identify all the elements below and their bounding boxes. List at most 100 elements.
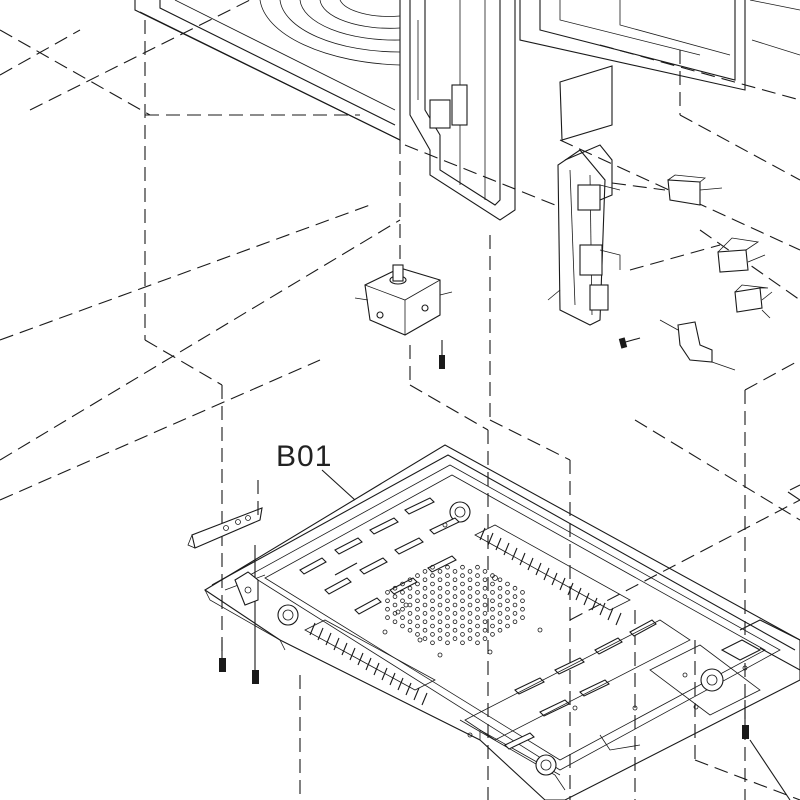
- perforation-hole: [430, 615, 435, 620]
- perforation-hole: [392, 602, 398, 608]
- perforation-hole: [490, 623, 495, 629]
- perforation-hole: [460, 590, 465, 595]
- perforation-hole: [437, 611, 443, 616]
- perforation-hole: [460, 598, 465, 604]
- perforation-hole: [437, 602, 443, 608]
- perforation-hole: [400, 615, 405, 620]
- perforation-hole: [467, 569, 473, 574]
- perforation-hole: [422, 602, 428, 608]
- perforation-hole: [467, 619, 473, 625]
- perforation-hole: [475, 606, 480, 612]
- perforation-hole: [437, 594, 443, 599]
- perforation-hole: [430, 573, 435, 578]
- perforation-hole: [482, 602, 488, 608]
- perforation-hole: [505, 581, 510, 587]
- perforation-hole: [482, 636, 488, 641]
- perforation-hole: [437, 585, 443, 591]
- perforation-hole: [445, 632, 450, 637]
- latch-lever: [659, 319, 736, 371]
- perforation-hole: [460, 573, 465, 578]
- door-frame-bracket: [409, 0, 516, 221]
- perforation-hole: [475, 632, 480, 637]
- perforation-hole: [505, 606, 510, 612]
- insulation-sheet: [559, 65, 613, 141]
- screw-motor: [439, 340, 445, 369]
- micro-switch-3: [734, 284, 773, 319]
- perforation-hole: [445, 606, 450, 612]
- perforation-hole: [497, 611, 503, 616]
- perforation-hole: [422, 619, 428, 625]
- perforation-hole: [512, 585, 518, 591]
- perforation-hole: [430, 598, 435, 604]
- perforation-hole: [422, 585, 428, 591]
- turntable-motor: [354, 264, 453, 336]
- perforation-hole: [445, 564, 450, 570]
- perforation-hole: [407, 619, 413, 625]
- perforation-hole: [505, 623, 510, 629]
- perforation-hole: [505, 590, 510, 595]
- perforation-hole: [490, 590, 495, 595]
- perforation-hole: [475, 581, 480, 587]
- perforation-hole: [422, 594, 428, 599]
- perforation-hole: [490, 606, 495, 612]
- perforation-hole: [452, 585, 458, 591]
- micro-switch-1: [611, 174, 723, 206]
- perforation-hole: [437, 627, 443, 633]
- perforation-hole: [467, 602, 473, 608]
- perforation-hole: [520, 606, 525, 612]
- perforation-hole: [452, 594, 458, 599]
- perforation-hole: [400, 606, 405, 612]
- perforation-hole: [482, 569, 488, 574]
- vent-slots-lower: [304, 619, 436, 706]
- perforation-hole: [415, 573, 420, 578]
- perforation-hole: [475, 573, 480, 578]
- perforation-hole: [437, 619, 443, 625]
- perforation-hole: [490, 581, 495, 587]
- perforation-hole: [415, 615, 420, 620]
- perforation-hole: [445, 615, 450, 620]
- perforation-hole: [430, 623, 435, 629]
- perforation-hole: [392, 619, 398, 625]
- perforation-hole: [512, 602, 518, 608]
- perforation-hole: [482, 594, 488, 599]
- perforation-hole: [422, 627, 428, 633]
- perforation-hole: [422, 577, 428, 583]
- perforation-hole: [475, 623, 480, 629]
- perforation-hole: [460, 632, 465, 637]
- vent-slots-upper: [474, 524, 631, 626]
- perforation-hole: [430, 581, 435, 587]
- slots-upper-left: [299, 497, 460, 615]
- perforation-hole: [497, 585, 503, 591]
- perforation-hole: [407, 594, 413, 599]
- cavity-housing: [134, 0, 401, 141]
- perforation-hole: [392, 594, 398, 599]
- perforation-hole: [430, 632, 435, 637]
- perforation-hole: [437, 636, 443, 641]
- perforation-hole: [430, 606, 435, 612]
- base-channel: [464, 619, 761, 751]
- perforation-hole: [445, 581, 450, 587]
- perforation-hole: [482, 585, 488, 591]
- perforation-hole: [407, 611, 413, 616]
- perforation-hole: [467, 577, 473, 583]
- perforation-hole: [512, 594, 518, 599]
- perforation-hole: [422, 569, 428, 574]
- perforation-hole: [415, 606, 420, 612]
- perforation-hole: [430, 640, 435, 646]
- perforation-hole: [505, 598, 510, 604]
- perforation-hole: [385, 606, 390, 612]
- perforation-hole: [520, 590, 525, 595]
- callout-b01-label: B01: [276, 440, 332, 473]
- perforation-hole: [415, 623, 420, 629]
- perforation-hole: [497, 577, 503, 583]
- perforation-hole: [400, 598, 405, 604]
- perforation-hole: [452, 577, 458, 583]
- perforation-hole: [482, 619, 488, 625]
- perforation-hole: [497, 619, 503, 625]
- perforation-hole: [415, 590, 420, 595]
- perforation-hole: [460, 606, 465, 612]
- perforation-hole: [467, 636, 473, 641]
- perforation-hole: [467, 627, 473, 633]
- perforation-hole: [437, 577, 443, 583]
